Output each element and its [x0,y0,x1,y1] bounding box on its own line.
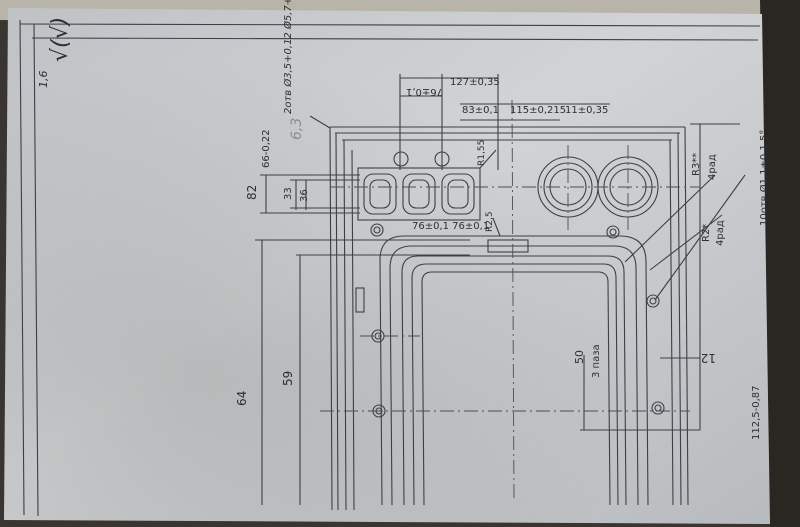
radius-r3-count: 4рад [707,154,718,180]
dim-top-5: 11±0,35 [565,105,609,116]
mount-hole [370,223,384,237]
dim-59: 59 [281,370,295,386]
dim-12: 12 [700,351,716,365]
dim-top-2: 127±0,35 [450,77,500,88]
holes-note: 10отв Ø1,1±0,1 5° [759,129,770,226]
dim-33: 33 [283,187,294,200]
small-hole [393,151,409,167]
mount-hole [646,294,660,308]
corner-hole-note: 2отв Ø3,5+0,12 Ø5,7+0,12 (1) [283,0,294,114]
slots-count: 3 паза [591,344,602,378]
dim-82: 82 [245,184,259,200]
dim-66: 66-0,22 [261,129,272,168]
radius-r2-count: 4рад [715,220,726,246]
radius-r3: R3** [691,152,702,176]
part-outline-right [684,126,689,506]
surface-finish-mark: 1,6 [37,70,50,89]
center-line-vertical [511,99,515,501]
dim-50: 50 [573,350,586,364]
mount-hole [606,225,620,239]
frame-left-line [19,19,25,516]
slot-3 [441,173,475,215]
dim-top-1: 76±0,1 [405,86,443,97]
handwritten-mark: 6,3 [289,117,305,140]
dim-112-5: 112,5-0,87 [751,385,762,440]
slot-2 [402,173,436,215]
dim-slot: 76±0,1 76±0,1 [412,221,490,232]
dim-top-4: 115±0,215 [510,105,567,116]
radius-r25: R2,5 [485,211,495,232]
slot-1 [363,173,397,215]
right-shadow [760,0,800,527]
part-outline-left [329,126,333,511]
surface-finish-symbol: √(√) [48,16,73,62]
radius-r155: R1,55 [477,139,487,166]
dim-64: 64 [235,390,249,406]
mount-hole [651,401,665,415]
inner-frame-outer [379,235,649,506]
dim-36: 36 [299,189,310,202]
radius-r2: R2* [701,223,712,242]
dim-top-3: 83±0,1 [462,105,500,116]
frame-top-line [19,23,761,27]
